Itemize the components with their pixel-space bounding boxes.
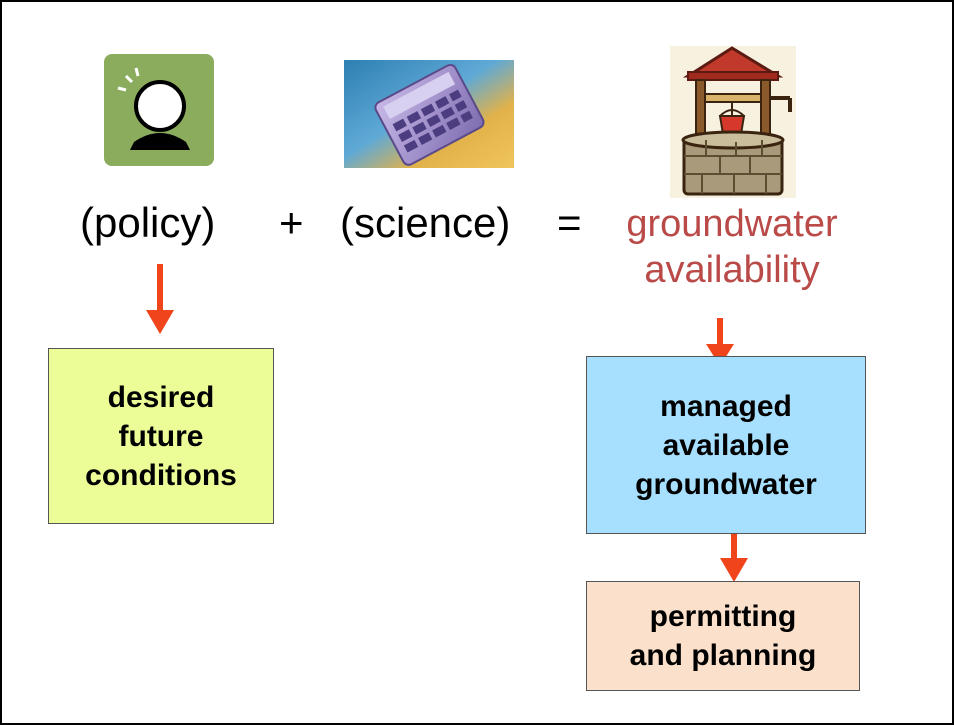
down-arrow-policy (146, 264, 174, 334)
dfc-line-3: conditions (85, 458, 237, 492)
managed-available-groundwater-box: managed available groundwater (586, 356, 866, 534)
crystal-ball-icon (104, 54, 214, 166)
groundwater-availability-result: groundwater availability (592, 202, 872, 293)
science-term: (science) (340, 199, 511, 246)
wishing-well-icon (666, 42, 800, 202)
policy-term: (policy) (80, 199, 216, 246)
mag-line-3: groundwater (635, 467, 817, 501)
down-arrow-availability (706, 318, 734, 366)
perm-line-2: and planning (629, 639, 817, 672)
permitting-and-planning-box: permitting and planning (586, 581, 860, 691)
calculator-icon (344, 60, 514, 168)
equals-sign: = (557, 199, 582, 246)
result-line-2: availability (644, 248, 820, 291)
perm-line-1: permitting (649, 600, 797, 633)
plus-sign: + (279, 199, 304, 246)
mag-line-2: available (662, 428, 790, 462)
dfc-line-1: desired (107, 380, 215, 414)
down-arrow-mag (720, 532, 748, 582)
mag-line-1: managed (660, 389, 792, 423)
dfc-line-2: future (118, 419, 204, 453)
result-line-1: groundwater (626, 203, 838, 245)
desired-future-conditions-box: desired future conditions (48, 348, 274, 524)
